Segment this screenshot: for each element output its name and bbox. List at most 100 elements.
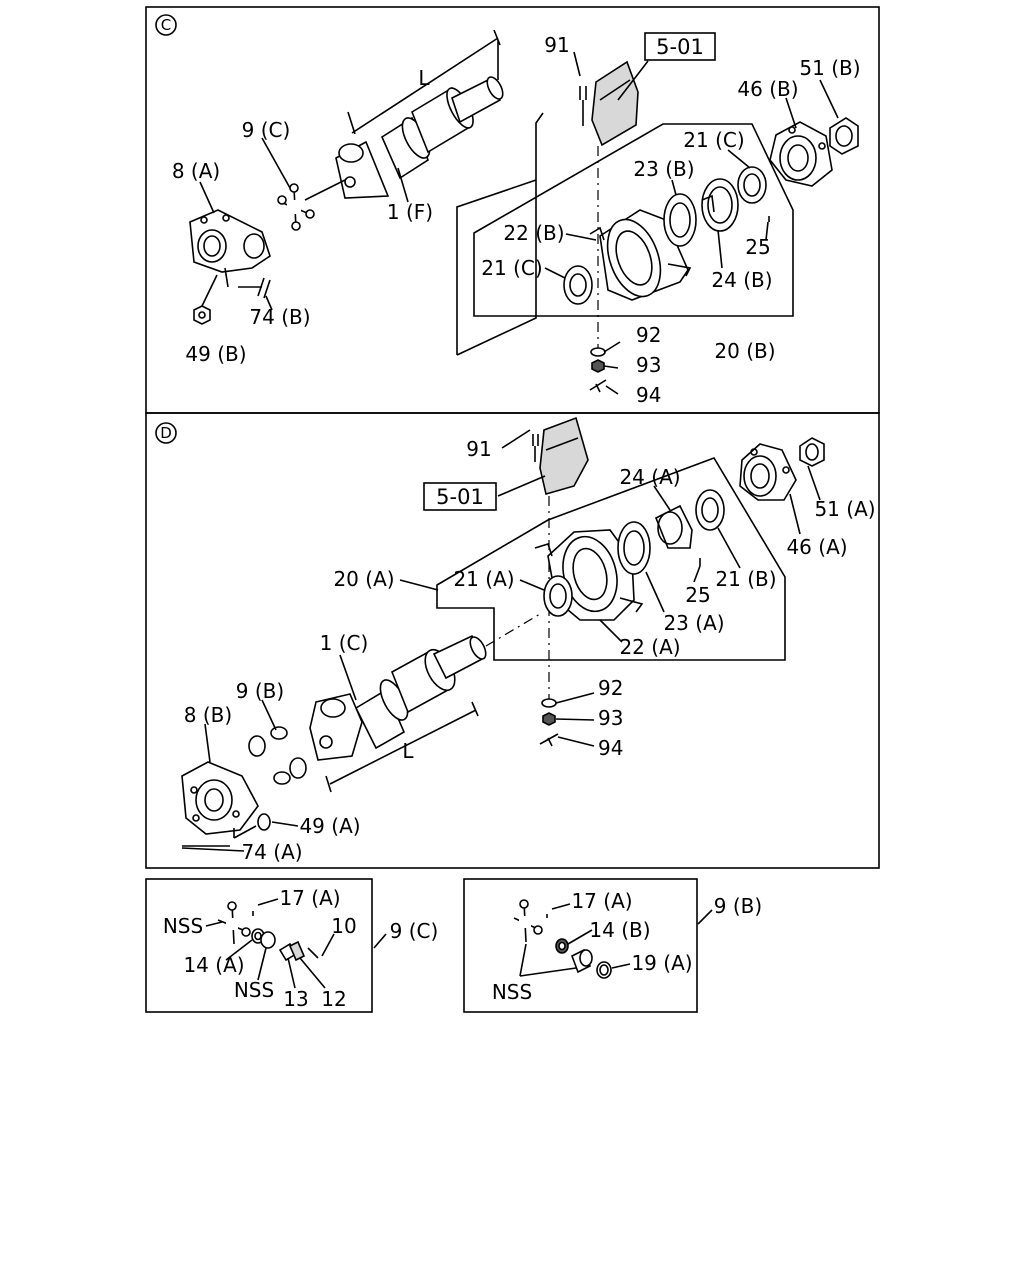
flange-46a-icon [739, 443, 797, 501]
kit-9c: 17 (A) NSS 10 14 (A) NSS 13 12 9 (C) [145, 878, 439, 1013]
panel-c-label-21c-low: 21 (C) [481, 256, 542, 280]
panel-c-marker: C [161, 16, 171, 34]
kit-9b: 17 (A) 14 (B) 19 (A) NSS 9 (B) [463, 878, 762, 1013]
kit-9b-label-19a: 19 (A) [631, 951, 692, 975]
bearing-23a-icon [617, 521, 651, 575]
panel-d-marker: D [160, 424, 172, 442]
kit-9c-title: 9 (C) [390, 919, 439, 943]
kit-9c-label-nss1: NSS [163, 914, 203, 938]
panel-c-label-1f: 1 (F) [387, 200, 433, 224]
panel-c-label-20b: 20 (B) [714, 339, 775, 363]
panel-c-label-46b: 46 (B) [737, 77, 798, 101]
kit-9c-label-nss2: NSS [234, 978, 274, 1002]
washer-92c-icon [590, 347, 606, 357]
u-joint-9c-icon [277, 179, 346, 231]
kit-9b-title: 9 (B) [714, 894, 762, 918]
bracket-d-icon [539, 416, 589, 496]
kit-9b-leaders [519, 903, 713, 977]
bracket-c-icon [591, 60, 639, 147]
bearing-23b-icon [663, 193, 697, 247]
panel-d-label-93: 93 [598, 706, 623, 730]
panel-d-label-21a: 21 (A) [453, 567, 514, 591]
panel-c-label-22b: 22 (B) [503, 221, 564, 245]
panel-c-label-23b: 23 (B) [633, 157, 694, 181]
panel-c-label-91: 91 [544, 33, 569, 57]
panel-d-dim-l-line [329, 709, 477, 785]
grease-fitting-25c-icon [764, 208, 774, 222]
pin-94d-icon [539, 733, 559, 747]
panel-d-group-20a-outline [436, 457, 786, 661]
panel-d-label-20a: 20 (A) [333, 567, 394, 591]
driveshaft-1f-icon [335, 76, 504, 199]
panel-d-label-8b: 8 (B) [184, 703, 232, 727]
panel-d-label-1c: 1 (C) [320, 631, 369, 655]
seal-21c-top-icon [737, 166, 767, 204]
kit-9c-label-10: 10 [331, 914, 356, 938]
kit-9b-ring-19a-icon [596, 961, 612, 979]
panel-d-label-22a: 22 (A) [619, 635, 680, 659]
kit-9c-label-12: 12 [321, 987, 346, 1011]
panel-c-leaders [199, 51, 839, 395]
panel-d-marker-circle [155, 422, 177, 444]
panel-d-label-25: 25 [685, 583, 710, 607]
panel-c-marker-circle [155, 14, 177, 36]
kit-9c-label-17a: 17 (A) [279, 886, 340, 910]
nut-51b-icon [829, 117, 859, 155]
nut-49b-icon [193, 274, 218, 325]
panel-d-label-23a: 23 (A) [663, 611, 724, 635]
center-bearing-22b-icon [589, 209, 692, 301]
panel-c-label-74b: 74 (B) [249, 305, 310, 329]
panel-c-label-51b: 51 (B) [799, 56, 860, 80]
panel-d-label-92: 92 [598, 676, 623, 700]
kit-9b-spider-icon [513, 899, 543, 943]
kit-9c-cap-nss-icon [260, 931, 276, 949]
panel-d: D [145, 412, 880, 869]
kit-9c-bolt-10-icon [307, 947, 326, 964]
panel-d-label-51a: 51 (A) [814, 497, 875, 521]
bolt-74b-icon [238, 266, 276, 299]
panel-d-leaders [181, 429, 821, 852]
flange-yoke-8a-icon [189, 209, 271, 288]
kit-9c-lock-12-icon [288, 940, 306, 962]
panel-d-label-91: 91 [466, 437, 491, 461]
kit-9b-cap-nss-icon [570, 948, 593, 974]
panel-c-label-49b: 49 (B) [185, 342, 246, 366]
panel-c-ref-501: 5-01 [656, 35, 704, 59]
kit-9b-label-nss: NSS [492, 980, 532, 1004]
sleeve-24a-icon [654, 504, 693, 549]
driveshaft-1c-icon [309, 613, 541, 761]
kit-9c-spider-icon [217, 901, 251, 945]
bolt-74a-icon [170, 842, 230, 854]
kit-9b-label-14b: 14 (B) [589, 918, 650, 942]
sleeve-24b-icon [701, 178, 739, 232]
panel-c-label-93: 93 [636, 353, 661, 377]
panel-d-label-49a: 49 (A) [299, 814, 360, 838]
kit-9b-seal-14b-icon [555, 938, 569, 954]
panel-d-label-94: 94 [598, 736, 623, 760]
kit-9c-fitting-17a-icon [248, 903, 258, 916]
washer-92d-icon [541, 698, 557, 708]
kit-9c-label-14a: 14 (A) [183, 953, 244, 977]
panel-c-shaft-outline [456, 112, 544, 356]
panel-d-label-74a: 74 (A) [241, 840, 302, 864]
kit-9b-fitting-17a-icon [542, 906, 552, 918]
kit-9c-frame [145, 878, 373, 1013]
panel-d-ref-box [423, 482, 497, 511]
panel-c-label-94: 94 [636, 383, 661, 407]
grease-fitting-25d-icon [695, 548, 705, 566]
panel-c: C [145, 6, 880, 414]
bolt-91c-icon [577, 78, 589, 126]
panel-c-dim-l-line [351, 37, 499, 134]
panel-c-label-92: 92 [636, 323, 661, 347]
flange-yoke-8b-icon [181, 761, 259, 839]
kit-9c-label-13: 13 [283, 987, 308, 1011]
panel-d-ref-501: 5-01 [436, 485, 484, 509]
pin-94c-icon [589, 379, 607, 393]
washer-49a-icon [257, 813, 271, 831]
nut-93c-icon [591, 359, 605, 373]
u-joint-9b-icon [248, 726, 307, 785]
kit-9b-label-17a: 17 (A) [571, 889, 632, 913]
panel-c-label-25: 25 [745, 235, 770, 259]
panel-c-label-21c-top: 21 (C) [683, 128, 744, 152]
seal-21c-low-icon [563, 265, 593, 305]
